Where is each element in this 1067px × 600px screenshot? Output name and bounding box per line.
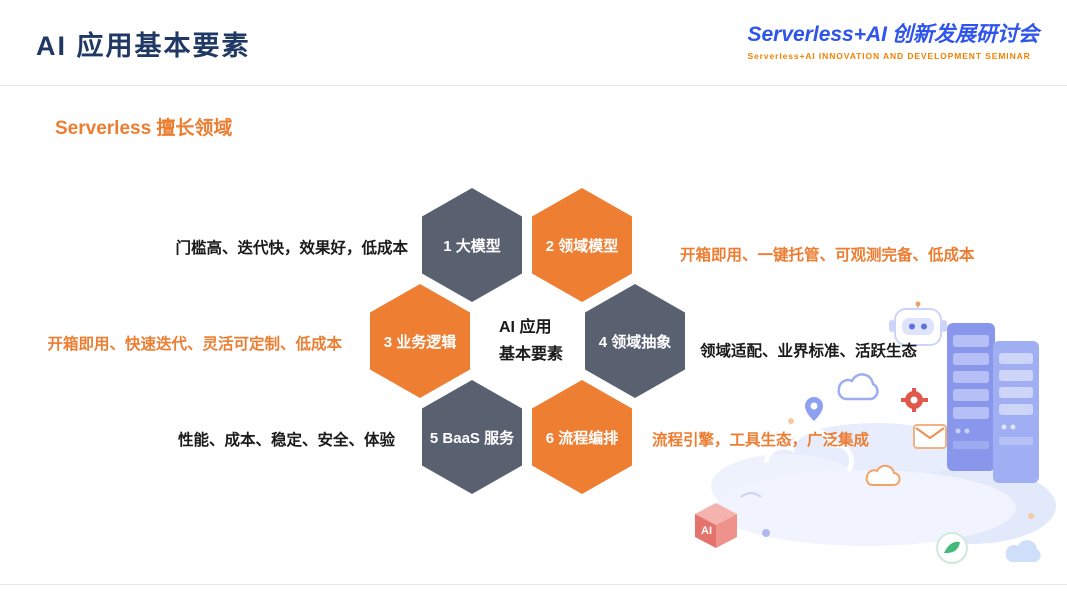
hexagon-2-domain-model: 2 领域模型: [532, 188, 632, 302]
decor-dots: [740, 418, 1034, 537]
server-rack-back: [947, 323, 995, 471]
cloud-icon: [837, 373, 879, 401]
hexagon-3-label: 3 业务逻辑: [383, 333, 457, 351]
logo-subtitle: Serverless+AI INNOVATION AND DEVELOPMENT…: [747, 51, 1031, 61]
robot-icon: [889, 301, 947, 346]
gear-icon: [901, 388, 928, 412]
orange-cloud-icon: [865, 464, 901, 486]
header-divider: [0, 85, 1067, 86]
page-title: AI 应用基本要素: [36, 31, 251, 61]
decorative-illustration: AI: [695, 301, 1056, 564]
mail-icon: [913, 424, 947, 449]
hexagon-3-business-logic: 3 业务逻辑: [370, 284, 470, 398]
annotation-business-logic: 开箱即用、快速迭代、灵活可定制、低成本: [47, 336, 342, 353]
footer-divider: [0, 584, 1067, 585]
annotation-workflow: 流程引擎，工具生态，广泛集成: [652, 432, 870, 449]
hexagon-5-baas-service: 5 BaaS 服务: [422, 380, 522, 494]
annotation-domain-abstraction: 领域适配、业界标准、活跃生态: [700, 343, 918, 360]
annotation-domain-model: 开箱即用、一键托管、可观测完备、低成本: [680, 247, 975, 264]
server-rack-front: [993, 341, 1039, 483]
section-subtitle: Serverless 擅长领域: [55, 118, 233, 139]
hexagon-4-domain-abstraction: 4 领域抽象: [585, 284, 685, 398]
ai-cube-icon: AI: [695, 503, 737, 548]
hexagon-6-label: 6 流程编排: [545, 429, 619, 447]
hexagon-6-workflow-orchestration: 6 流程编排: [532, 380, 632, 494]
center-label-line2: 基本要素: [499, 346, 564, 363]
annotation-baas-service: 性能、成本、稳定、安全、体验: [177, 432, 395, 449]
logo-brand: Serverless+AI: [747, 23, 887, 46]
annotation-large-model: 门槛高、迭代快，效果好，低成本: [175, 240, 408, 257]
cube-label: AI: [701, 525, 712, 537]
hexagon-1-label: 1 大模型: [443, 237, 501, 255]
hexagon-2-label: 2 领域模型: [545, 237, 619, 255]
leaf-badge-icon: [936, 532, 968, 564]
hexagon-1-large-model: 1 大模型: [422, 188, 522, 302]
small-cloud-icon: [1005, 540, 1041, 563]
hexagon-4-label: 4 领域抽象: [598, 333, 672, 351]
diagram-center-label: AI 应用 基本要素: [499, 314, 563, 368]
center-label-line1: AI 应用: [499, 319, 552, 336]
logo-brand-cn: 创新发展研讨会: [892, 23, 1039, 46]
hexagon-5-label: 5 BaaS 服务: [429, 429, 515, 447]
map-pin-icon: [805, 397, 823, 421]
